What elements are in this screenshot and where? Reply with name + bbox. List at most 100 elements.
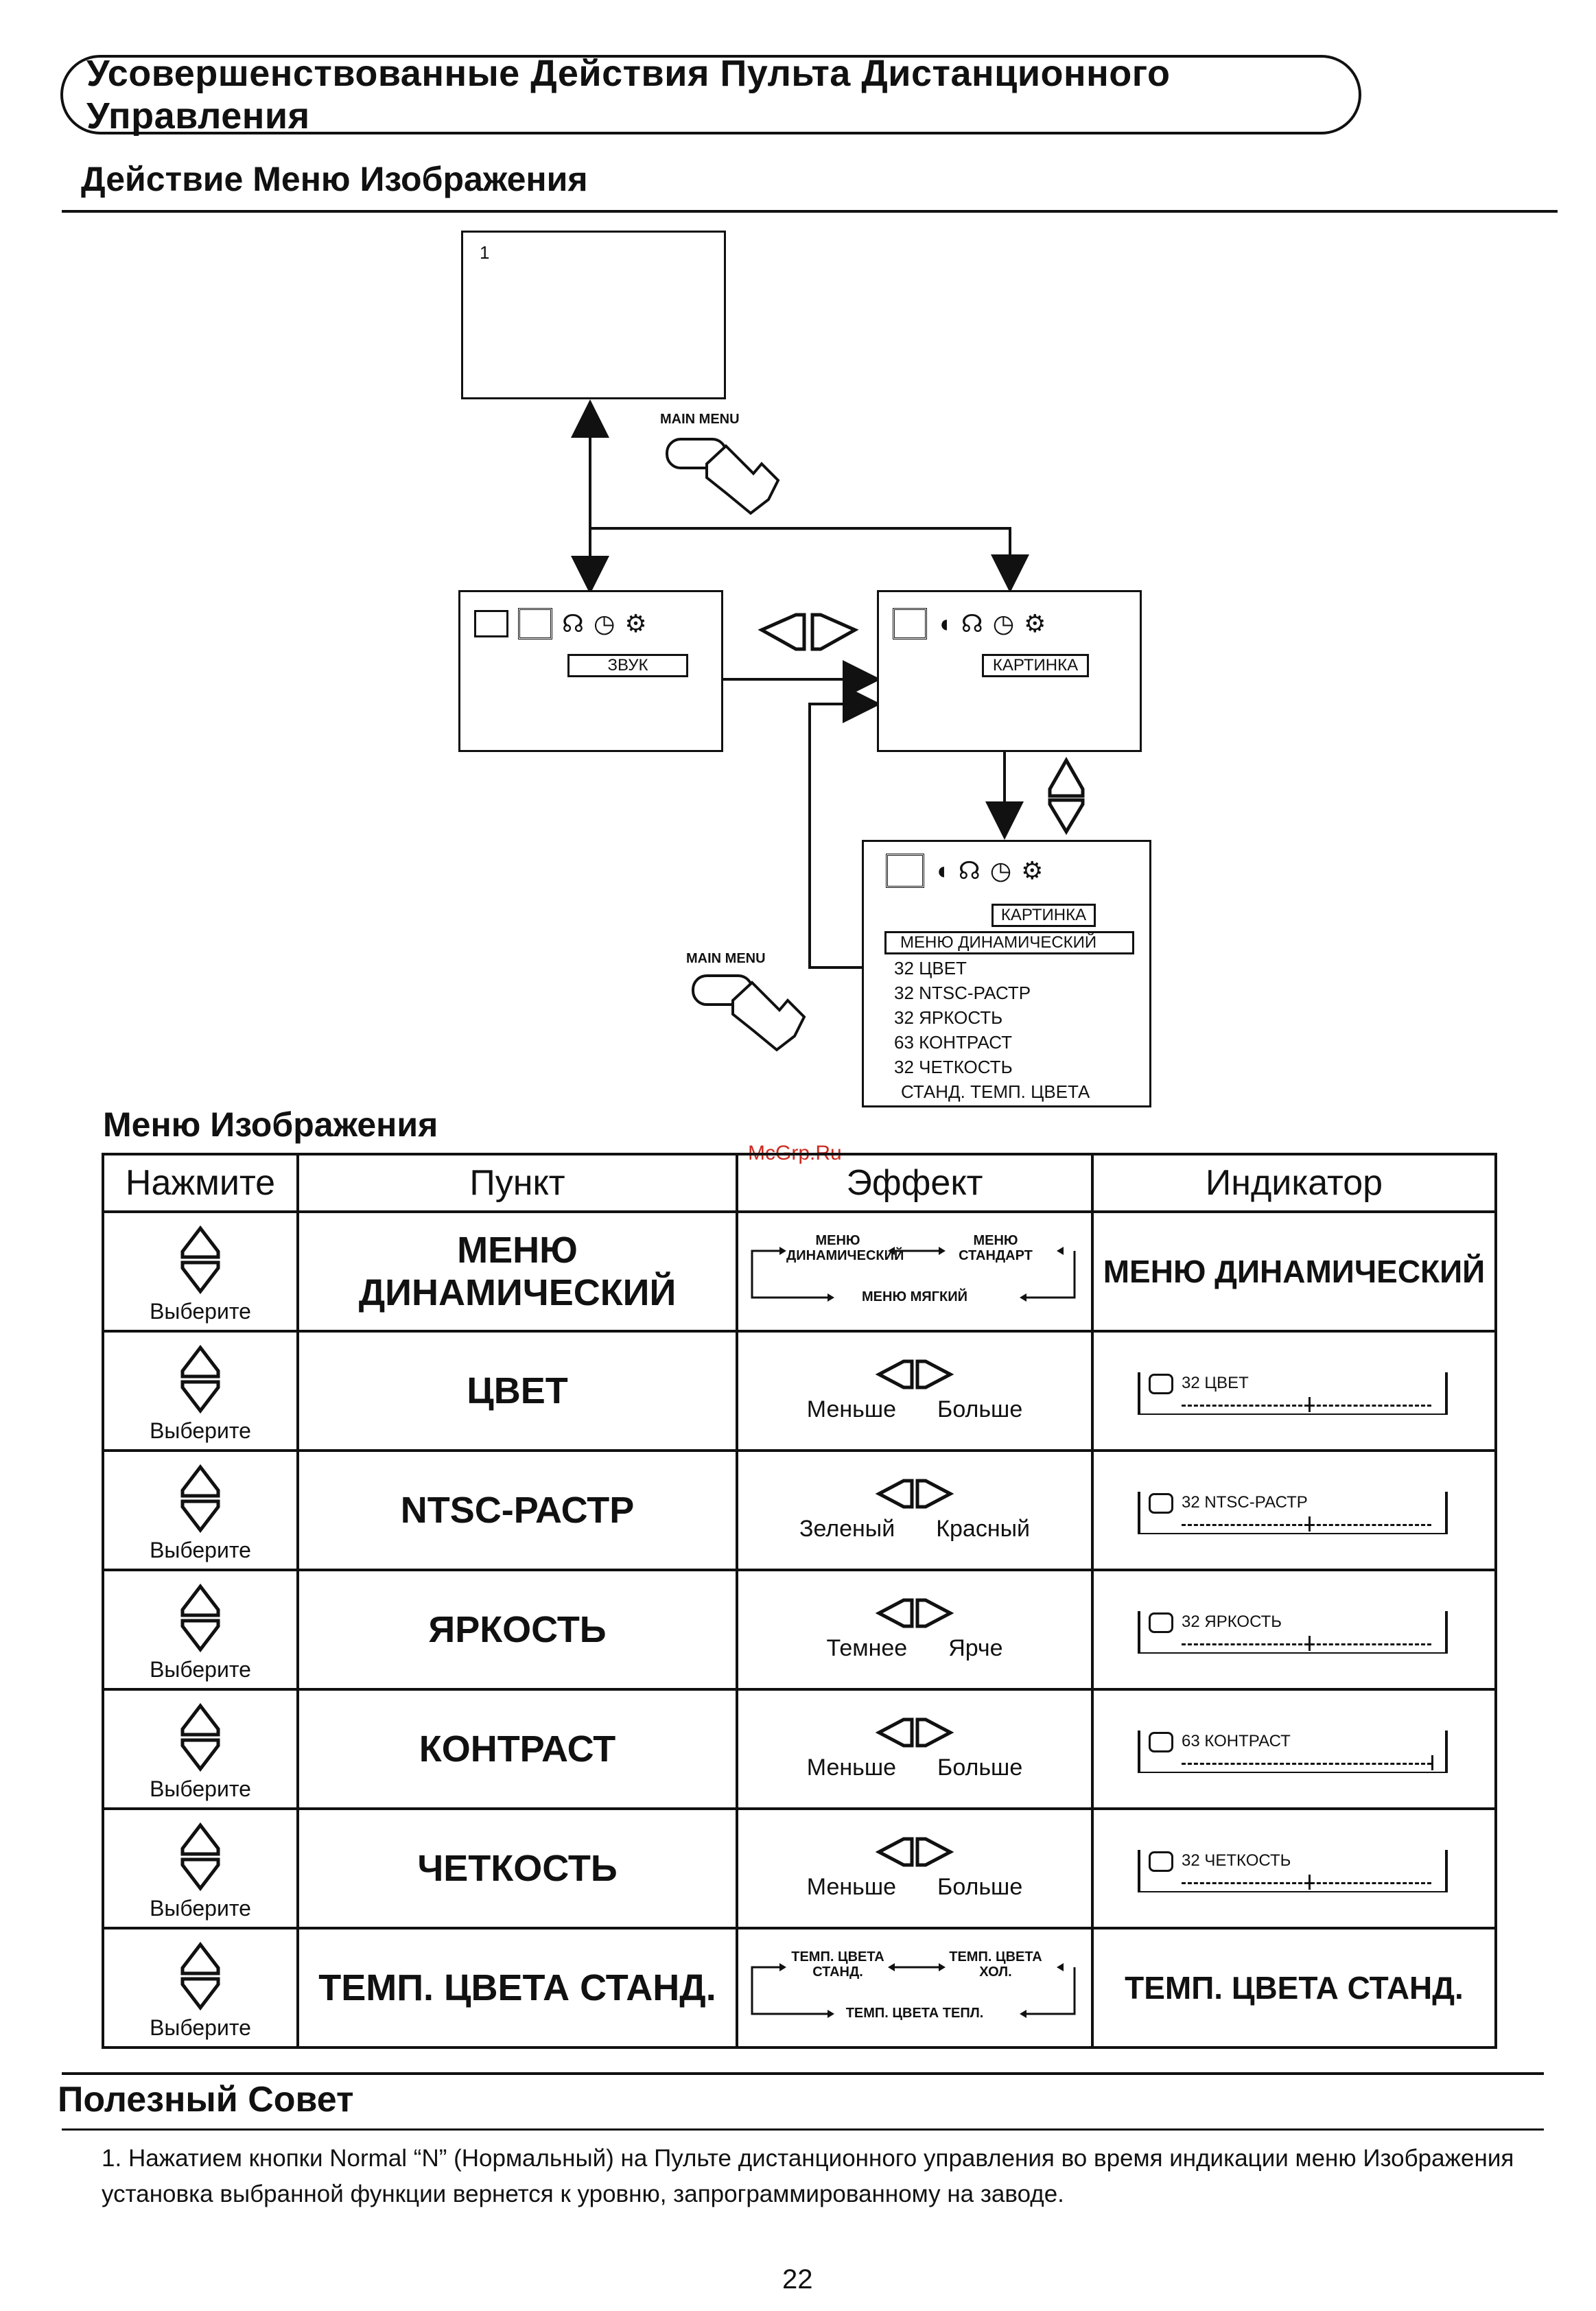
up-down-icon (180, 1822, 220, 1891)
indicator-text: ТЕМП. ЦВЕТА СТАНД. (1125, 1970, 1464, 2006)
cycle-option: ТЕМП. ЦВЕТА ТЕПЛ. (845, 2006, 984, 2021)
effect-cell: Зеленый Красный (736, 1449, 1094, 1571)
setting-icon (1149, 1374, 1173, 1394)
cycle-arrows (751, 1247, 1076, 1302)
level-track (1182, 1882, 1431, 1884)
menu-icon-strip: ☊ ◷ ⚙ (474, 607, 707, 640)
main-menu-button-label: MAIN MENU (660, 412, 740, 427)
item-cell: ТЕМП. ЦВЕТА СТАНД. (296, 1927, 738, 2049)
indicator-value: 32 NTSC-РАСТР (1182, 1493, 1308, 1512)
indicator-value: 32 ЯРКОСТЬ (1182, 1612, 1282, 1631)
header-indicator: Индикатор (1091, 1153, 1497, 1213)
cycle-arrows (751, 1963, 1076, 2018)
picture-menu-screen: ◖ ☊ ◷ ⚙ КАРТИНКА (877, 590, 1142, 752)
sound-menu-screen: ☊ ◷ ⚙ ЗВУК (458, 590, 723, 752)
indicator-cell: 32 NTSC-РАСТР (1091, 1449, 1497, 1571)
level-marker (1308, 1516, 1311, 1532)
picture-submenu-screen: ◖ ☊ ◷ ⚙ КАРТИНКА МЕНЮ ДИНАМИЧЕСКИЙ 32 ЦВ… (862, 840, 1151, 1107)
decrease-label: Меньше (806, 1874, 897, 1900)
select-label: Выберите (150, 1299, 251, 1324)
select-label: Выберите (150, 1418, 251, 1443)
indicator-value: 32 ЦВЕТ (1182, 1374, 1249, 1392)
table-row: Выберите NTSC-РАСТР Зеленый Красный 32 NTSC-… (102, 1449, 1497, 1571)
tip-rule (62, 2072, 1544, 2075)
level-marker (1308, 1875, 1311, 1890)
level-indicator: 32 NTSC-РАСТР (1094, 1452, 1494, 1569)
header-effect: Эффект (736, 1153, 1094, 1213)
press-cell: Выберите (102, 1688, 299, 1810)
effect-cell: Меньше Больше (736, 1807, 1094, 1929)
indicator-text: МЕНЮ ДИНАМИЧЕСКИЙ (1103, 1254, 1486, 1289)
increase-label: Красный (936, 1516, 1031, 1542)
setting-icon (1149, 1732, 1173, 1752)
tuner-icon: ☊ (958, 856, 981, 884)
menu-icon-strip: ◖ ☊ ◷ ⚙ (893, 607, 1126, 640)
indicator-cell: 32 ЧЕТКОСТЬ (1091, 1807, 1497, 1929)
menu-icon-strip: ◖ ☊ ◷ ⚙ (886, 853, 1133, 889)
item-cell: ЯРКОСТЬ (296, 1569, 738, 1691)
channel-number: 1 (480, 242, 490, 263)
level-track (1182, 1763, 1431, 1765)
setting-icon (1149, 1851, 1173, 1872)
picture-icon (474, 610, 508, 637)
press-cell: Выберите (102, 1927, 299, 2049)
select-label: Выберите (150, 1538, 251, 1562)
setting-icon (1149, 1612, 1173, 1633)
menu-line-color: 32 ЦВЕТ (894, 958, 967, 978)
select-label: Выберите (150, 1896, 251, 1921)
tip-text: Нажатием кнопки Normal “N” (Нормальный) … (102, 2145, 1514, 2207)
picture-icon (886, 854, 924, 888)
level-marker (1431, 1755, 1433, 1770)
item-cell: NTSC-РАСТР (296, 1449, 738, 1571)
select-label: Выберите (150, 2015, 251, 2040)
adjust-pair: Зеленый Красный (738, 1478, 1091, 1542)
menu-line-ntsc: 32 NTSC-РАСТР (894, 983, 1031, 1003)
setup-icon: ⚙ (1021, 856, 1044, 884)
timer-icon: ◷ (989, 856, 1012, 884)
indicator-cell: 63 КОНТРАСТ (1091, 1688, 1497, 1810)
left-right-icon (875, 1479, 954, 1509)
menu-line-color-temp: СТАНД. ТЕМП. ЦВЕТА (901, 1081, 1090, 1102)
level-indicator: 32 ЧЕТКОСТЬ (1094, 1810, 1494, 1927)
picture-icon (893, 608, 927, 640)
sound-icon (518, 608, 552, 640)
up-down-icon (180, 1225, 220, 1294)
select-label: Выберите (150, 1776, 251, 1801)
main-menu-button-label: MAIN MENU (686, 951, 766, 966)
press-cell: Выберите (102, 1449, 299, 1571)
level-marker (1308, 1397, 1311, 1412)
cycle-option: МЕНЮ МЯГКИЙ (862, 1289, 967, 1304)
increase-label: Больше (937, 1755, 1023, 1781)
left-right-icon (875, 1717, 954, 1748)
picture-label: КАРТИНКА (982, 654, 1089, 677)
sound-icon: ◖ (934, 856, 949, 884)
decrease-label: Зеленый (799, 1516, 895, 1542)
left-right-icon (875, 1598, 954, 1628)
cycle-option: ТЕМП. ЦВЕТА СТАНД. (791, 1949, 884, 1980)
decrease-label: Темнее (826, 1635, 908, 1661)
page-title: Усовершенствованные Действия Пульта Дист… (60, 53, 1361, 137)
level-indicator: 32 ЦВЕТ (1094, 1333, 1494, 1449)
tip-title-rule (62, 2128, 1544, 2131)
hand-press-icon (692, 974, 806, 1052)
up-down-icon (180, 1942, 220, 2010)
effect-cell: ТЕМП. ЦВЕТА СТАНД.ТЕМП. ЦВЕТА ХОЛ.ТЕМП. … (736, 1927, 1094, 2049)
table-title: Меню Изображения (103, 1105, 438, 1144)
page-number: 22 (782, 2264, 813, 2295)
setup-icon: ⚙ (1024, 609, 1046, 637)
up-down-icon (180, 1464, 220, 1533)
level-track (1182, 1405, 1431, 1407)
increase-label: Больше (937, 1874, 1023, 1900)
item-cell: МЕНЮ ДИНАМИЧЕСКИЙ (296, 1210, 738, 1333)
level-track (1182, 1524, 1431, 1526)
tuner-icon: ☊ (562, 609, 584, 637)
up-down-icon (180, 1345, 220, 1413)
